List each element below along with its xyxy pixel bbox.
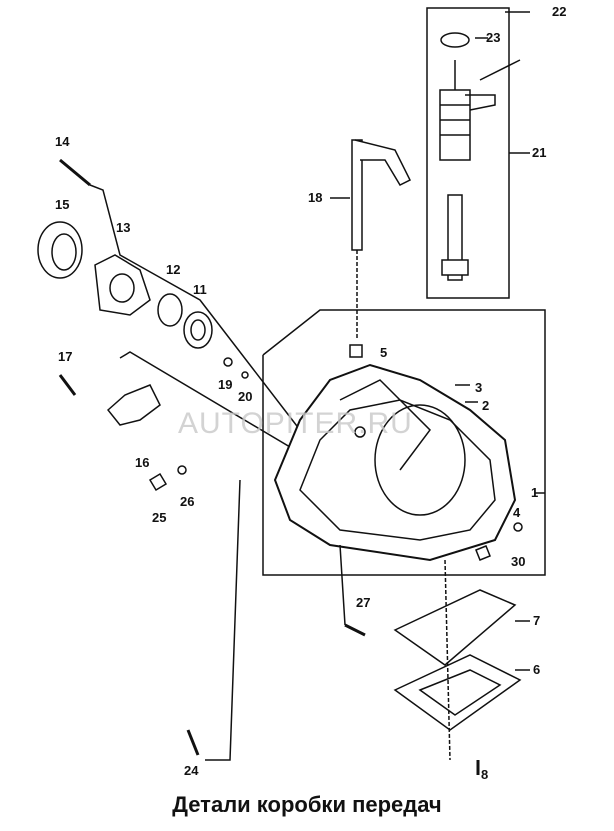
transmission-case-1 xyxy=(273,363,517,562)
callout-12: 12 xyxy=(166,262,181,277)
gasket-7 xyxy=(393,589,517,666)
callout-18: 18 xyxy=(308,190,323,205)
callout-5: 5 xyxy=(380,345,388,360)
diagram-title: Детали коробки передач xyxy=(172,792,442,817)
callout-4: 4 xyxy=(513,505,521,520)
switch-24 xyxy=(148,472,168,492)
callout-26: 24 xyxy=(184,763,199,778)
callout-24: 25 xyxy=(152,510,167,525)
callout-27: 27 xyxy=(356,595,371,610)
callout-20: 20 xyxy=(238,389,253,404)
callout-13: 13 xyxy=(116,220,131,235)
callout-19: 19 xyxy=(218,377,233,392)
shift-shaft-18 xyxy=(351,139,363,251)
oil-pan-6 xyxy=(393,654,522,731)
release-bearing-13 xyxy=(94,254,151,316)
retainer-plate xyxy=(465,94,496,111)
plug-5 xyxy=(349,344,363,358)
callout-25: 26 xyxy=(180,494,195,509)
callout-6: 6 xyxy=(533,662,541,677)
callout-22: 22 xyxy=(552,4,567,19)
plug-30 xyxy=(475,545,491,561)
bolt-26 xyxy=(186,729,200,756)
drive-gear-21 xyxy=(439,89,471,161)
bolt-4 xyxy=(513,522,523,532)
callout-21: 21 xyxy=(532,145,547,160)
callout-7: 7 xyxy=(533,613,541,628)
plug-19 xyxy=(223,357,233,367)
callout-3: 3 xyxy=(475,380,483,395)
shift-fork-16 xyxy=(106,384,161,426)
callout-30: 30 xyxy=(511,554,526,569)
watermark: AUTOPITER.RU xyxy=(178,407,413,440)
bolt-14 xyxy=(59,158,91,187)
plug-25 xyxy=(177,465,187,475)
bolt-17 xyxy=(58,374,77,396)
part-1-frame xyxy=(262,309,546,576)
callout-8: 8 xyxy=(481,767,489,782)
bolt-27 xyxy=(344,623,366,637)
callout-16: 16 xyxy=(135,455,150,470)
callout-23: 23 xyxy=(486,30,501,45)
oil-seal-11 xyxy=(183,311,213,349)
bearing-retainer-15 xyxy=(37,221,83,279)
seal-12 xyxy=(157,293,183,327)
washer-20 xyxy=(241,371,249,379)
callout-14: 14 xyxy=(55,134,70,149)
oring-23 xyxy=(440,32,470,48)
callout-1: 1 xyxy=(531,485,539,500)
callout-2: 2 xyxy=(482,398,490,413)
callout-11: 11 xyxy=(193,282,207,297)
callout-15: 15 xyxy=(55,197,70,212)
driven-shaft xyxy=(447,194,463,281)
callout-17: 17 xyxy=(58,349,73,364)
